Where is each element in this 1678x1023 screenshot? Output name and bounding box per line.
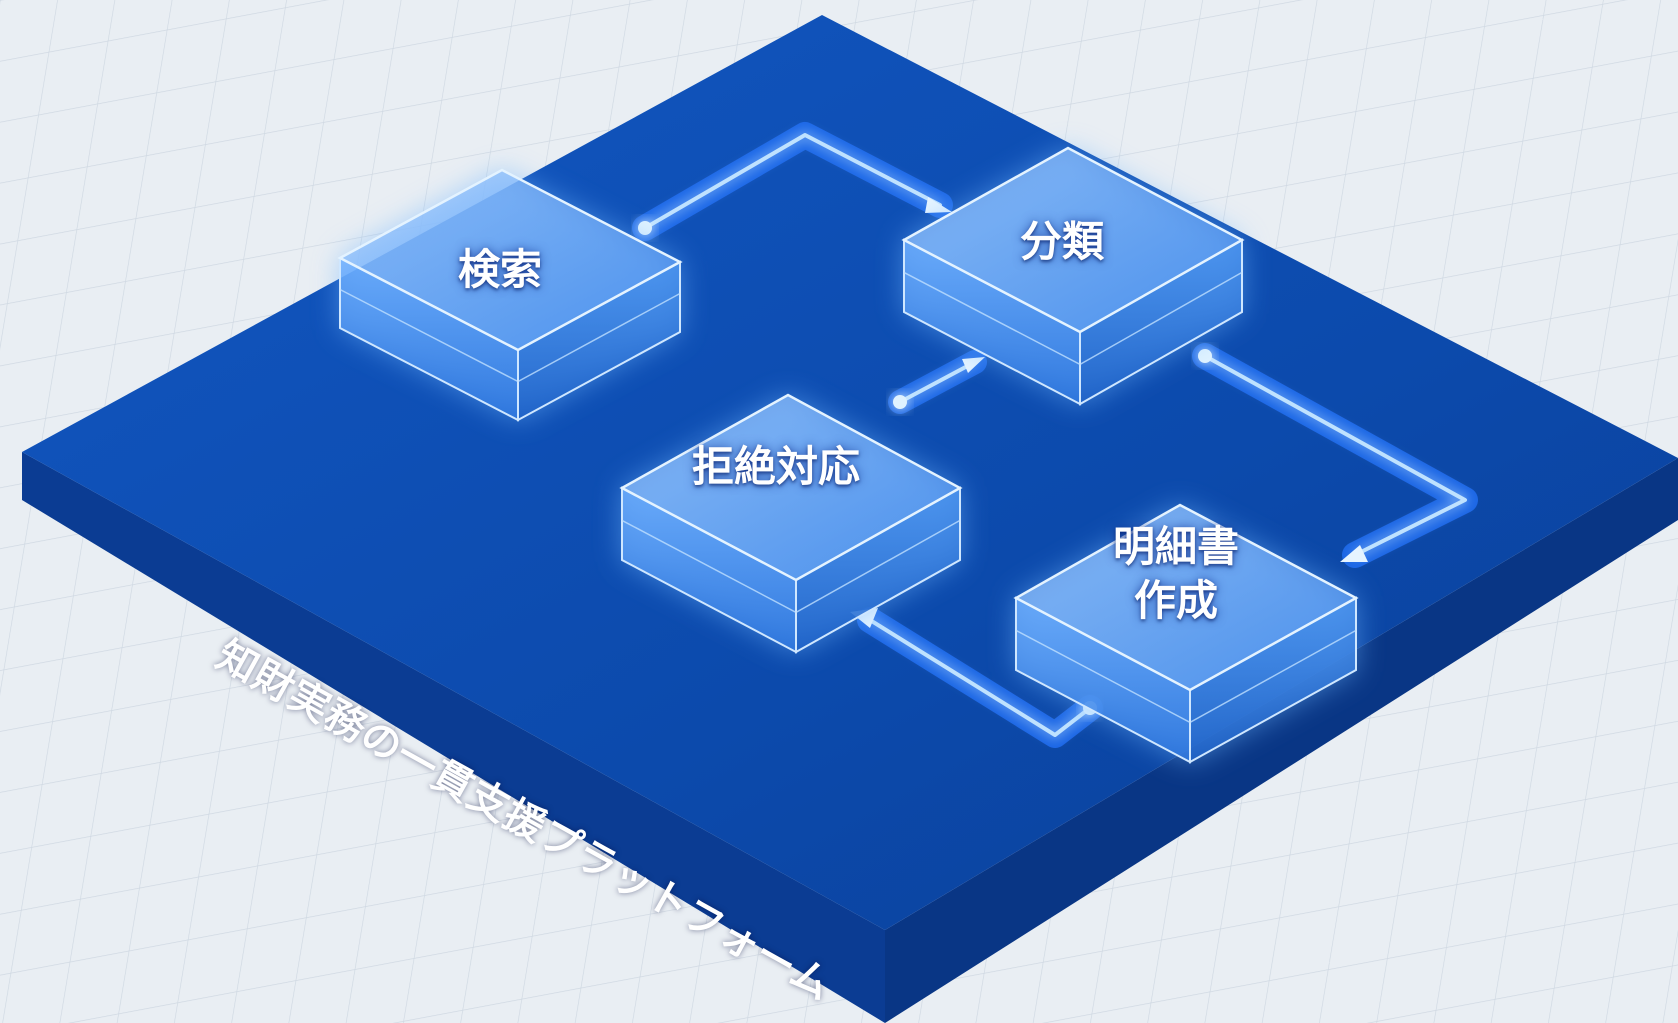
step-box-layer-line	[621, 519, 961, 614]
step-box-top-face	[1013, 503, 1359, 692]
connector-classify-specification	[1192, 343, 1478, 568]
step-box-layer-line	[1015, 629, 1357, 724]
step-box-top-face	[337, 168, 683, 352]
step-label-specification: 明細書 作成	[1113, 520, 1239, 628]
step-box-classify	[901, 146, 1245, 406]
platform-side-right	[885, 458, 1678, 1023]
step-box-top-face	[901, 146, 1245, 334]
step-label-classify: 分類	[1020, 215, 1104, 269]
connector-rejection-classify	[888, 350, 987, 414]
step-boxes	[337, 146, 1359, 764]
step-label-classify-line-1: 分類	[1020, 217, 1105, 266]
step-box-layer-line	[903, 271, 1243, 366]
step-box-rejection	[619, 393, 963, 654]
step-label-specification-line-1: 明細書	[1113, 522, 1240, 571]
step-label-rejection: 拒絶対応	[692, 440, 860, 494]
step-box-search	[337, 168, 683, 422]
platform-side-left	[22, 452, 885, 1023]
connector-search-classify	[632, 122, 953, 241]
step-box-top-face	[619, 393, 963, 582]
step-label-search: 検索	[458, 243, 542, 297]
flow-connectors	[632, 122, 1478, 748]
step-label-specification-line-2: 作成	[1134, 576, 1219, 625]
step-box-specification	[1013, 503, 1359, 764]
step-label-rejection-line-1: 拒絶対応	[692, 442, 861, 491]
step-box-layer-line	[339, 288, 681, 383]
step-label-search-line-1: 検索	[458, 245, 543, 294]
